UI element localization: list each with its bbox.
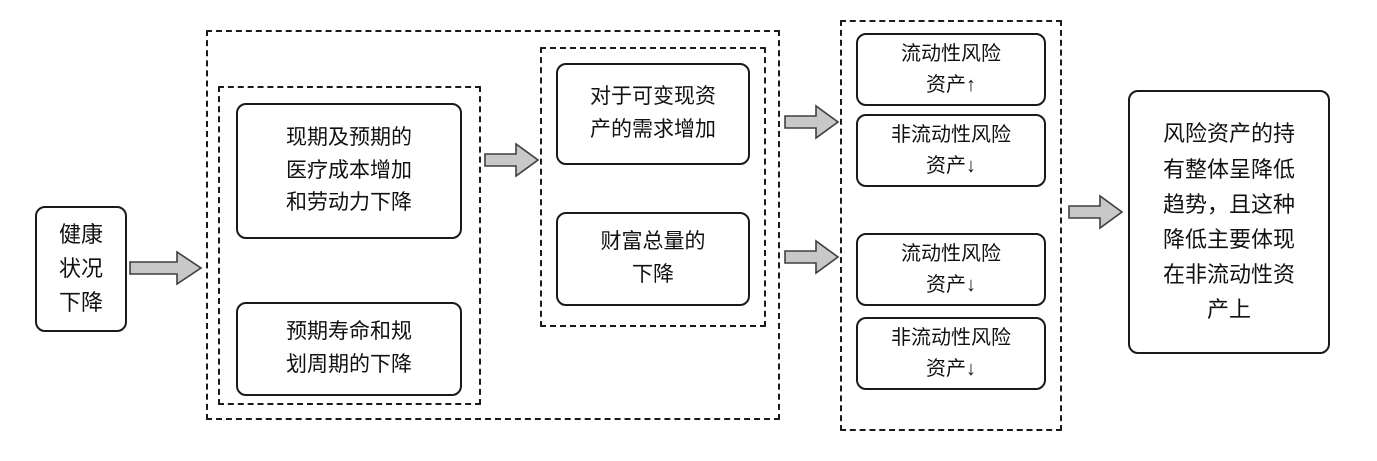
effects-group <box>540 47 766 327</box>
causes-effects-outer-group <box>206 30 780 420</box>
arrow-effects-to-outcomes-top-icon <box>784 104 840 140</box>
arrow-start-to-causes-icon <box>129 250 203 286</box>
cause-box-life-expectancy: 预期寿命和规 划周期的下降 <box>236 302 462 396</box>
outcome-box-illiquid-risk-down-1: 非流动性风险 资产↓ <box>856 114 1046 187</box>
outcome-box-illiquid-risk-down-2: 非流动性风险 资产↓ <box>856 317 1046 390</box>
causes-group <box>218 86 481 405</box>
cause-box-medical-cost-labor: 现期及预期的 医疗成本增加 和劳动力下降 <box>236 103 462 239</box>
outcome-box-liquid-risk-up: 流动性风险 资产↑ <box>856 33 1046 106</box>
outcomes-group <box>840 20 1062 431</box>
effect-box-wealth-decline: 财富总量的 下降 <box>556 212 750 306</box>
conclusion-box-risk-asset-holdings: 风险资产的持 有整体呈降低 趋势，且这种 降低主要体现 在非流动性资 产上 <box>1128 90 1330 354</box>
arrow-effects-to-outcomes-bottom-icon <box>784 239 840 275</box>
start-box-health-decline: 健康 状况 下降 <box>35 206 127 332</box>
outcome-box-liquid-risk-down: 流动性风险 资产↓ <box>856 233 1046 306</box>
arrow-outcomes-to-conclusion-icon <box>1068 194 1124 230</box>
arrow-causes-to-effects-icon <box>484 142 540 178</box>
effect-box-liquid-asset-demand: 对于可变现资 产的需求增加 <box>556 63 750 165</box>
